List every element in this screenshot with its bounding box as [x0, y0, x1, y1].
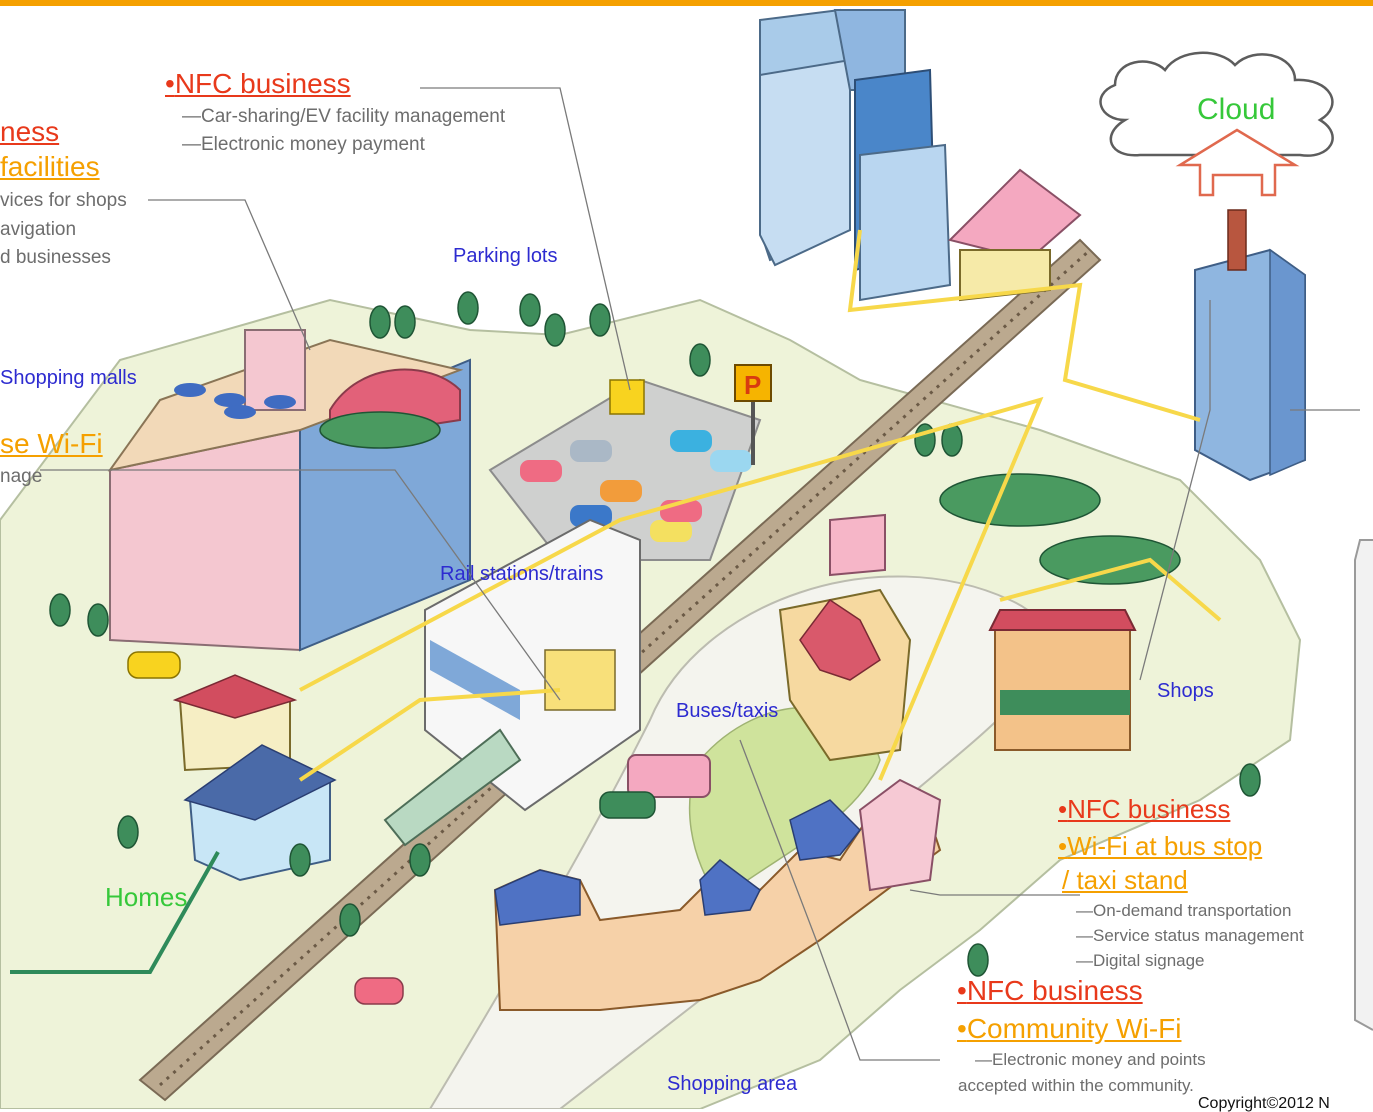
nfc-bottom-label: •NFC business [957, 975, 1143, 1006]
bus-item-2: —Service status management [1076, 926, 1304, 945]
copyright-text: Copyright©2012 N [1198, 1095, 1330, 1112]
community-item-1: —Electronic money and points [975, 1050, 1206, 1069]
nfc-top-item-2: —Electronic money payment [182, 134, 425, 155]
shopping-street-roofs [494, 799, 862, 926]
buses-taxis-label: Buses/taxis [676, 700, 779, 722]
parking-sign [734, 364, 772, 402]
wifi-bus-label-line1: •Wi-Fi at bus stop [1058, 831, 1263, 861]
bullet: • [1058, 831, 1068, 861]
shops-cafe-roof [988, 609, 1137, 631]
network-lines [298, 229, 1222, 782]
village-houses-roofs [799, 598, 881, 681]
homes-connection-line [10, 851, 220, 974]
bushes [319, 411, 1181, 585]
nfc-top-item-1: —Car-sharing/EV facility management [182, 106, 506, 127]
railway-ties [158, 248, 1092, 1087]
parking-lots-label: Parking lots [453, 245, 558, 267]
parking-sign-letter: P [744, 370, 761, 400]
nfc-top-label: •NFC business [165, 68, 351, 99]
parking-gate [609, 379, 645, 415]
antenna-mast [1227, 209, 1247, 271]
right-edge-panel [1354, 539, 1373, 1031]
shopping-area-label: Shopping area [667, 1073, 798, 1095]
bus-stop-building [858, 778, 942, 892]
bullet: • [1058, 794, 1068, 824]
home-lower-roof [183, 744, 337, 821]
bullet: • [957, 975, 967, 1006]
left-wifi-partial-item: nage [0, 466, 43, 487]
cloud-shape [1099, 51, 1334, 157]
left-wifi-partial-label: se Wi-Fi [0, 428, 103, 459]
shops-cafe-awning [1000, 690, 1130, 715]
community-item-2: accepted within the community. [958, 1076, 1194, 1095]
left-partial-heading-2: facilities [0, 151, 100, 182]
community-wifi-label: •Community Wi-Fi [957, 1013, 1182, 1044]
mall-umbrellas [174, 383, 296, 419]
cloud-label: Cloud [1197, 93, 1276, 126]
nfc-bus-label: •NFC business [1058, 794, 1231, 824]
station-glass-band [430, 640, 520, 720]
bullet: • [957, 1013, 967, 1044]
left-partial-item-1: vices for shops [0, 190, 127, 211]
shops-label: Shops [1157, 680, 1214, 702]
pink-shop-block [829, 513, 886, 577]
data-center-side [1269, 248, 1306, 477]
pink-car [354, 977, 404, 1005]
cafe-roof [948, 168, 1082, 251]
bus-item-3: —Digital signage [1076, 951, 1205, 970]
wifi-bus-label-line2: / taxi stand [1062, 865, 1188, 895]
parking-sign-pole [751, 395, 755, 465]
left-partial-heading-1: ness [0, 116, 60, 147]
top-accent-bar [0, 0, 1373, 6]
parked-cars [520, 430, 752, 542]
station-building [424, 518, 641, 812]
home-upper-roof [172, 674, 298, 719]
bullet: • [165, 68, 175, 99]
left-partial-item-2: avigation [0, 219, 77, 240]
yellow-car [127, 651, 181, 679]
green-car [599, 791, 656, 819]
homes-label: Homes [105, 882, 188, 912]
shopping-malls-label: Shopping malls [0, 367, 137, 389]
office-tower-front [859, 143, 952, 302]
bus-item-1: —On-demand transportation [1076, 901, 1292, 920]
trees [49, 291, 1261, 977]
station-sign-board [544, 649, 616, 711]
rail-stations-label: Rail stations/trains [440, 563, 604, 585]
station-train [383, 728, 522, 847]
left-partial-item-3: d businesses [0, 247, 111, 268]
cloud-uplink-arrow [1175, 128, 1300, 197]
bus [627, 754, 711, 798]
callout-lines [40, 87, 1360, 1061]
office-tower-center [759, 58, 851, 267]
